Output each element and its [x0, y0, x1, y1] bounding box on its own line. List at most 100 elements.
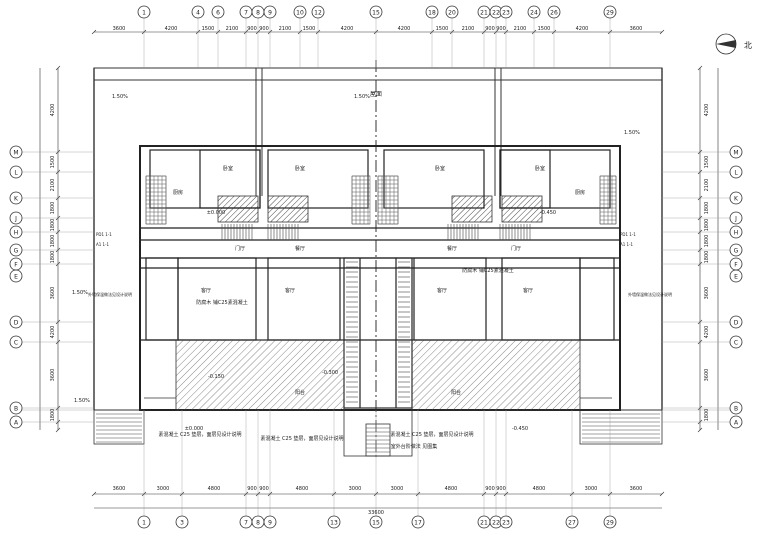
dimension-text-top: 4200	[576, 26, 589, 32]
dimension-text-right: 1800	[704, 219, 710, 232]
grid-bubble-top-4: 4	[191, 5, 205, 19]
grid-bubble-top-15: 15	[369, 5, 383, 19]
svg-text:D: D	[734, 320, 739, 327]
north-arrow-icon: 北	[715, 33, 752, 55]
grid-bubble-top-7: 7	[239, 5, 253, 19]
grid-bubble-left-B: B	[9, 401, 23, 415]
svg-text:7: 7	[244, 520, 248, 527]
svg-text:17: 17	[414, 520, 422, 527]
svg-text:23: 23	[502, 520, 510, 527]
grid-bubble-right-C: C	[729, 335, 743, 349]
dimension-text-top: 900	[259, 26, 269, 32]
dimension-text-bottom: 3600	[630, 486, 643, 492]
dimension-text-left: 1800	[50, 251, 56, 264]
dimension-text-bottom: 4800	[208, 486, 221, 492]
svg-text:18: 18	[428, 10, 436, 17]
svg-text:29: 29	[606, 10, 614, 17]
dimension-text-left: 4200	[50, 104, 56, 117]
grid-bubble-right-D: D	[729, 315, 743, 329]
svg-text:23: 23	[502, 10, 510, 17]
grid-bubble-bottom-9: 9	[263, 515, 277, 529]
bottom-note-2: 素混凝土 C25 垫层，面层见设计说明	[260, 435, 343, 442]
grid-bubble-top-26: 26	[547, 5, 561, 19]
grid-bubble-left-A: A	[9, 415, 23, 429]
dimension-text-right: 1800	[704, 409, 710, 422]
grid-bubble-top-10: 10	[293, 5, 307, 19]
svg-text:B: B	[734, 406, 738, 413]
room-label-hall-1: 门厅	[235, 245, 245, 252]
dimension-text-top: 2100	[514, 26, 527, 32]
dimension-text-right: 1500	[704, 156, 710, 169]
dimension-text-bottom: 3000	[585, 486, 598, 492]
dimension-text-bottom: 3600	[113, 486, 126, 492]
svg-text:H: H	[734, 230, 739, 237]
dimension-text-left: 1800	[50, 409, 56, 422]
grid-bubble-right-E: E	[729, 269, 743, 283]
room-label-kitchen-2: 厨房	[575, 189, 585, 196]
grid-bubble-right-L: L	[729, 165, 743, 179]
svg-text:10: 10	[296, 10, 304, 17]
svg-text:M: M	[13, 150, 18, 157]
grid-bubble-right-G: G	[729, 243, 743, 257]
slope-labels: 1.50% 1.50% 1.50% 1.50% 1.50%	[72, 94, 640, 404]
svg-text:3: 3	[180, 520, 184, 527]
svg-text:E: E	[734, 274, 738, 281]
room-label-living-3: 客厅	[437, 287, 447, 294]
svg-text:27: 27	[568, 520, 576, 527]
dimension-text-left: 3600	[50, 287, 56, 300]
dimension-text-right: 1800	[704, 235, 710, 248]
svg-text:C: C	[14, 340, 18, 347]
dimension-text-left: 1800	[50, 202, 56, 215]
labels: 屋面 卧室 卧室 卧室 卧室 客厅 客厅 客厅 客厅 门厅 门厅 厨房 厨房 餐…	[88, 91, 672, 450]
room-label-bedroom-4: 卧室	[535, 165, 545, 172]
dimension-lines	[39, 31, 719, 509]
grid-bubble-bottom-23: 23	[499, 515, 513, 529]
elevation-1: ±0.000	[185, 426, 204, 432]
grid-bubble-left-L: L	[9, 165, 23, 179]
dimension-text-bottom: 4800	[296, 486, 309, 492]
svg-text:A: A	[734, 420, 739, 427]
grid-bubble-top-6: 6	[211, 5, 225, 19]
dimension-text-bottom: 3000	[391, 486, 404, 492]
hatched-terraces	[175, 195, 581, 411]
grid-bubble-left-G: G	[9, 243, 23, 257]
grid-bubble-top-9: 9	[263, 5, 277, 19]
svg-text:K: K	[734, 196, 739, 203]
dimension-text-top: 4200	[165, 26, 178, 32]
dimension-text-bottom: 900	[496, 486, 506, 492]
room-label-bedroom-3: 卧室	[435, 165, 445, 172]
dimension-text-bottom: 900	[259, 486, 269, 492]
grid-bubble-bottom-7: 7	[239, 515, 253, 529]
svg-text:8: 8	[256, 520, 260, 527]
svg-text:15: 15	[372, 10, 380, 17]
grid-bubble-left-E: E	[9, 269, 23, 283]
svg-text:L: L	[734, 170, 738, 177]
grid-bubble-top-20: 20	[445, 5, 459, 19]
dimension-text-left: 2100	[50, 179, 56, 192]
elevation-2: -0.450	[512, 426, 528, 432]
room-label-dining-1: 餐厅	[295, 245, 305, 252]
svg-text:7: 7	[244, 10, 248, 17]
svg-text:D: D	[14, 320, 19, 327]
svg-text:1: 1	[142, 520, 146, 527]
svg-text:9: 9	[268, 520, 272, 527]
svg-text:G: G	[734, 248, 739, 255]
grid-bubble-bottom-21: 21	[477, 515, 491, 529]
grid-bubble-bottom-3: 3	[175, 515, 189, 529]
grid-bubble-top-18: 18	[425, 5, 439, 19]
dimension-text-top: 4200	[398, 26, 411, 32]
slope-label-2: 1.50%	[354, 94, 370, 100]
grid-bubble-top-24: 24	[527, 5, 541, 19]
svg-text:22: 22	[492, 10, 500, 17]
grid-bubble-bottom-27: 27	[565, 515, 579, 529]
grid-bubble-right-H: H	[729, 225, 743, 239]
dimension-text-top: 4200	[341, 26, 354, 32]
room-label-kitchen-1: 厨房	[173, 189, 183, 196]
dimension-text-right: 1800	[704, 251, 710, 264]
svg-text:29: 29	[606, 520, 614, 527]
bottom-note-3: 素混凝土 C25 垫层，面层见设计说明	[390, 431, 473, 438]
